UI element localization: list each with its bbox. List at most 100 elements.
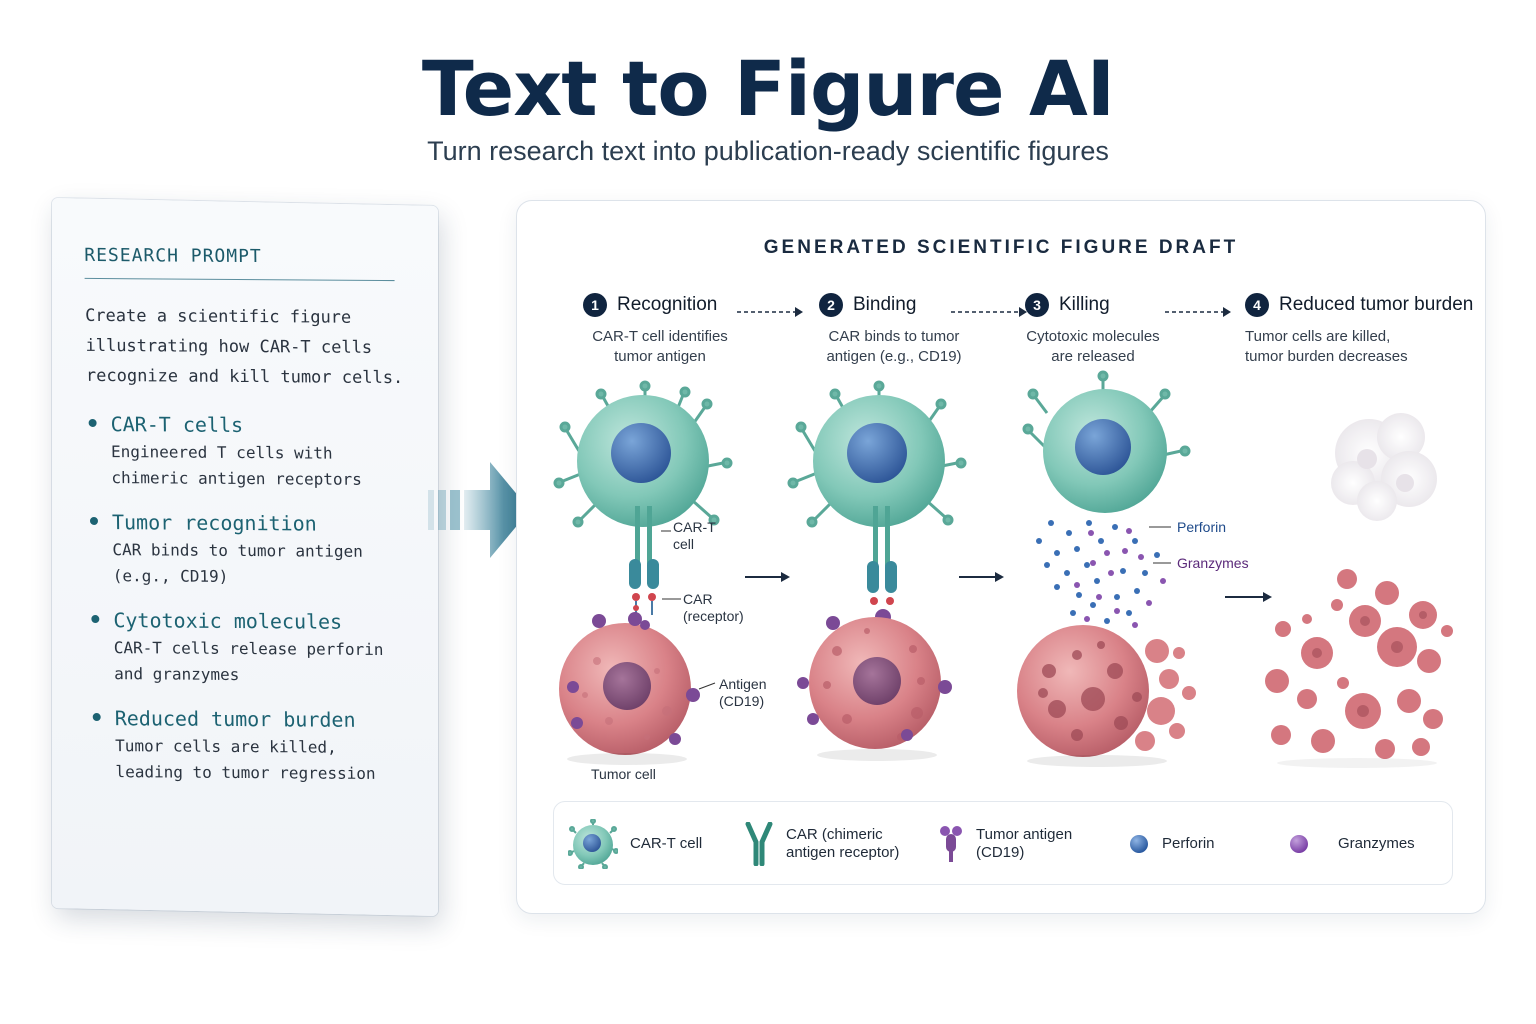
- step-number-badge: 4: [1245, 293, 1269, 317]
- lysing-tumor-cell-step3: [1017, 625, 1196, 757]
- legend-label-line: antigen receptor): [786, 844, 900, 861]
- label-line: cell: [673, 536, 695, 552]
- bullet-dot-icon: [92, 712, 101, 722]
- bullet-desc: CAR binds to tumor antigen: [112, 540, 363, 561]
- car-t-diagram: [553, 370, 1453, 768]
- tumor-cell-step1: [559, 612, 700, 755]
- page-title: Text to Figure AI: [421, 44, 1115, 133]
- step-label: Reduced tumor burden: [1279, 294, 1474, 315]
- bullet-title: Cytotoxic molecules: [113, 608, 343, 634]
- bullet-desc: chimeric antigen receptors: [111, 468, 362, 489]
- legend-label: Granzymes: [1338, 835, 1415, 852]
- bullet-desc: Engineered T cells with: [110, 442, 333, 463]
- bullet-desc: and granzymes: [113, 664, 240, 685]
- label-line: CAR-T: [673, 519, 716, 535]
- bullet-dot-icon: [91, 614, 100, 624]
- bullet-reduced-tumor-burden: Reduced tumor burden Tumor cells are kil…: [91, 703, 412, 787]
- bullet-desc: leading to tumor regression: [115, 762, 376, 783]
- step-desc: CAR binds to tumor antigen (e.g., CD19): [809, 327, 979, 367]
- bullet-desc: CAR-T cells release perforin: [113, 638, 384, 660]
- prompt-line: recognize and kill tumor cells.: [85, 365, 404, 389]
- legend-label-line: Tumor antigen: [976, 826, 1073, 843]
- step-label: Killing: [1059, 294, 1110, 315]
- label-cart-cell: CAR-T cell: [673, 519, 716, 553]
- bullet-cytotoxic-molecules: Cytotoxic molecules CAR-T cells release …: [89, 605, 410, 689]
- bullet-desc: (e.g., CD19): [112, 566, 229, 586]
- cart-cell-step2: [787, 380, 967, 528]
- step-desc-line: Cytotoxic molecules: [1026, 328, 1160, 345]
- bullet-title: Reduced tumor burden: [114, 706, 356, 732]
- bullet-tumor-recognition: Tumor recognition CAR binds to tumor ant…: [88, 507, 409, 591]
- step-number-badge: 1: [583, 293, 607, 317]
- tumor-fragments-step4: [1265, 569, 1453, 759]
- dashed-arrow-icon: [737, 307, 803, 317]
- prompt-line: Create a scientific figure: [84, 305, 352, 328]
- car-receptor-step1: [629, 506, 659, 615]
- step-number-badge: 2: [819, 293, 843, 317]
- step-desc: CAR-T cell identifies tumor antigen: [577, 327, 743, 367]
- step-desc-line: are released: [1051, 348, 1135, 365]
- bullet-title: Tumor recognition: [111, 510, 317, 536]
- legend-label-line: (CD19): [976, 844, 1025, 861]
- step-arrow-icon: [745, 572, 790, 582]
- prompt-line: illustrating how CAR-T cells: [85, 335, 373, 358]
- legend-label: CAR (chimeric antigen receptor): [786, 826, 899, 862]
- label-line: CAR: [683, 591, 713, 607]
- label-perforin: Perforin: [1177, 519, 1227, 535]
- label-tumor-cell: Tumor cell: [591, 766, 656, 782]
- figure-title: GENERATED SCIENTIFIC FIGURE DRAFT: [763, 237, 1239, 258]
- step-number-badge: 3: [1025, 293, 1049, 317]
- cart-cell-step1: [553, 380, 733, 528]
- step-desc-line: Tumor cells are killed,: [1245, 328, 1391, 345]
- label-antigen: Antigen (CD19): [719, 676, 766, 710]
- transition-arrow-icon: [428, 462, 530, 558]
- step-desc: Cytotoxic molecules are released: [1001, 327, 1185, 367]
- label-car-receptor: CAR (receptor): [683, 591, 744, 625]
- prompt-heading: RESEARCH PROMPT: [84, 244, 395, 282]
- step-desc-line: tumor antigen: [614, 348, 706, 365]
- page-subtitle: Turn research text into publication-read…: [427, 136, 1109, 166]
- step-killing: 3 Killing Cytotoxic molecules are releas…: [1025, 293, 1185, 367]
- dashed-arrow-icon: [1165, 307, 1231, 317]
- perforin-icon: [1130, 835, 1148, 853]
- bullet-desc: Tumor cells are killed,: [114, 736, 337, 757]
- legend-item-granzymes: Granzymes: [1288, 802, 1415, 886]
- bullet-dot-icon: [89, 516, 99, 526]
- step-recognition: 1 Recognition CAR-T cell identifies tumo…: [583, 293, 743, 367]
- step-label: Recognition: [617, 294, 718, 315]
- prompt-bullets: CAR-T cells Engineered T cells with chim…: [86, 409, 411, 787]
- cart-cell-step3: [1022, 370, 1191, 513]
- cart-cell-icon: [568, 819, 618, 869]
- legend-label-line: CAR (chimeric: [786, 826, 883, 843]
- cytotoxic-granules: [1036, 520, 1166, 628]
- step-arrow-icon: [959, 572, 1004, 582]
- legend-item-car: CAR (chimeric antigen receptor): [744, 802, 899, 886]
- legend-item-perforin: Perforin: [1128, 802, 1215, 886]
- step-arrow-icon: [1225, 592, 1272, 602]
- granzymes-icon: [1290, 835, 1308, 853]
- legend-label: Perforin: [1162, 835, 1215, 852]
- step-binding: 2 Binding CAR binds to tumor antigen (e.…: [819, 293, 979, 367]
- research-prompt-card: RESEARCH PROMPT Create a scientific figu…: [52, 197, 438, 917]
- step-label: Binding: [853, 294, 917, 315]
- step-desc-line: tumor burden decreases: [1245, 348, 1408, 365]
- step-desc: Tumor cells are killed, tumor burden dec…: [1245, 327, 1475, 367]
- legend-item-cart-cell: CAR-T cell: [568, 802, 702, 886]
- step-desc-line: CAR-T cell identifies: [592, 328, 728, 345]
- tumor-cell-step2: [797, 616, 952, 749]
- car-receptor-icon: [745, 822, 773, 866]
- legend-item-tumor-antigen: Tumor antigen (CD19): [938, 802, 1072, 886]
- legend-label: Tumor antigen (CD19): [976, 826, 1072, 862]
- step-reduced-tumor-burden: 4 Reduced tumor burden Tumor cells are k…: [1245, 293, 1475, 367]
- tumor-antigen-icon: [940, 826, 962, 862]
- legend: CAR-T cell CAR (chimeric antigen recepto…: [553, 801, 1453, 885]
- label-line: Antigen: [719, 676, 767, 692]
- bullet-dot-icon: [88, 418, 97, 427]
- dead-cell-ghost: [1331, 413, 1437, 521]
- step-desc-line: CAR binds to tumor: [828, 328, 960, 345]
- label-line: (receptor): [683, 608, 744, 624]
- bullet-cart-cells: CAR-T cells Engineered T cells with chim…: [86, 409, 407, 493]
- step-desc-line: antigen (e.g., CD19): [826, 348, 962, 365]
- dashed-arrow-icon: [951, 307, 1027, 317]
- legend-label: CAR-T cell: [630, 835, 703, 852]
